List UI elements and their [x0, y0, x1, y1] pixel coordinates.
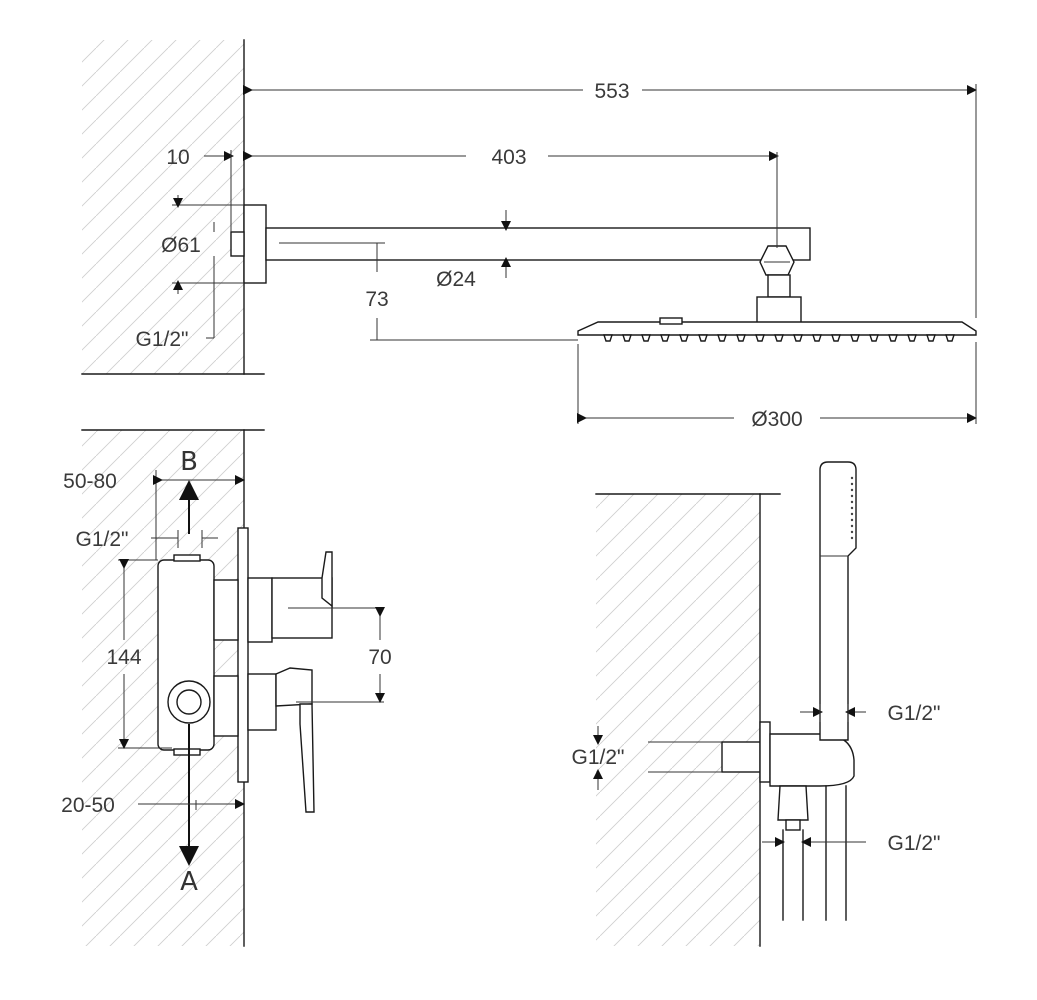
hand-shower-handset: [819, 461, 857, 741]
shower-nozzles: [603, 334, 955, 342]
outlet-holder: [769, 733, 855, 787]
dim-flange-depth: 10: [166, 146, 189, 169]
spray-dot: [850, 512, 854, 516]
mixer-view: B A 50-80 G1/2" 144 70 20-50: [61, 429, 392, 947]
shower-nozzle: [926, 334, 936, 342]
spray-dot: [850, 530, 854, 534]
spray-dot: [850, 482, 854, 486]
lower-valve-stem: [213, 675, 239, 737]
shower-nozzle: [831, 334, 841, 342]
dim-holder-thread: G1/2": [888, 702, 941, 725]
outlet-ring-inner: [176, 689, 202, 715]
shower-nozzle: [850, 334, 860, 342]
hose-connector: [777, 785, 809, 821]
shower-nozzle: [774, 334, 784, 342]
spray-dot: [850, 488, 854, 492]
upper-lever: [321, 551, 333, 608]
wall-hatch-hand: [596, 494, 760, 946]
overhead-shower-view: 553 403 10 Ø61 G1/2" Ø24 73: [81, 39, 977, 431]
upper-valve-stem: [213, 579, 239, 641]
spray-dot: [850, 518, 854, 522]
head-connector: [767, 274, 791, 298]
handset-spray-dots: [850, 476, 854, 540]
shower-nozzle: [736, 334, 746, 342]
dim-inlet-thread: G1/2": [76, 528, 129, 551]
dim-arm-length: 403: [491, 146, 526, 169]
spray-dot: [850, 500, 854, 504]
shower-nozzle: [755, 334, 765, 342]
shower-nozzle: [679, 334, 689, 342]
dim-arm-drop: 73: [365, 288, 388, 311]
shower-head: [577, 321, 977, 336]
head-indicator: [659, 317, 683, 325]
shower-nozzle: [660, 334, 670, 342]
cover-plate: [237, 527, 249, 783]
body-cap-top: [173, 554, 201, 562]
lower-handle: [275, 667, 313, 707]
hose-nut: [785, 819, 801, 831]
spray-dot: [850, 494, 854, 498]
shower-nozzle: [812, 334, 822, 342]
dim-body-height: 144: [106, 646, 141, 669]
hand-shower-view: G1/2" G1/2" G1/2": [572, 461, 941, 947]
dim-depth-range-top: 50-80: [63, 470, 117, 493]
upper-handle-base: [247, 577, 273, 643]
dim-handle-spacing: 70: [368, 646, 391, 669]
dim-wall-thread: G1/2": [572, 746, 625, 769]
spray-dot: [850, 476, 854, 480]
shower-nozzle: [945, 334, 955, 342]
wall-flange: [243, 204, 267, 284]
shower-nozzle: [907, 334, 917, 342]
outlet-a-label: A: [180, 867, 198, 897]
dim-depth-range-bottom: 20-50: [61, 794, 115, 817]
shower-nozzle: [793, 334, 803, 342]
outlet-b-label: B: [180, 447, 198, 477]
dim-arm-diameter: Ø24: [436, 268, 476, 291]
flange-stub: [230, 231, 245, 257]
dim-head-diameter: Ø300: [751, 408, 802, 431]
spray-dot: [850, 536, 854, 540]
shower-nozzle: [641, 334, 651, 342]
wall-outlet-nipple: [721, 741, 761, 773]
dim-hose-thread: G1/2": [888, 832, 941, 855]
spray-dot: [850, 506, 854, 510]
shower-nozzle: [869, 334, 879, 342]
shower-nozzle: [888, 334, 898, 342]
shower-nozzle: [622, 334, 632, 342]
dim-flange-diameter: Ø61: [161, 234, 201, 257]
head-neck: [756, 296, 802, 324]
wall-hatch-top: [82, 40, 244, 374]
shower-nozzle: [603, 334, 613, 342]
swivel-joint: [759, 245, 795, 276]
spray-dot: [850, 524, 854, 528]
shower-nozzle: [717, 334, 727, 342]
dim-connection-thread: G1/2": [136, 328, 189, 351]
shower-arm: [265, 227, 811, 261]
shower-nozzle: [698, 334, 708, 342]
lower-handle-base: [247, 673, 277, 731]
wall-outlet-flange: [759, 721, 771, 783]
lower-lever: [299, 703, 315, 813]
dim-overall-length: 553: [594, 80, 629, 103]
body-cap-bottom: [173, 748, 201, 756]
